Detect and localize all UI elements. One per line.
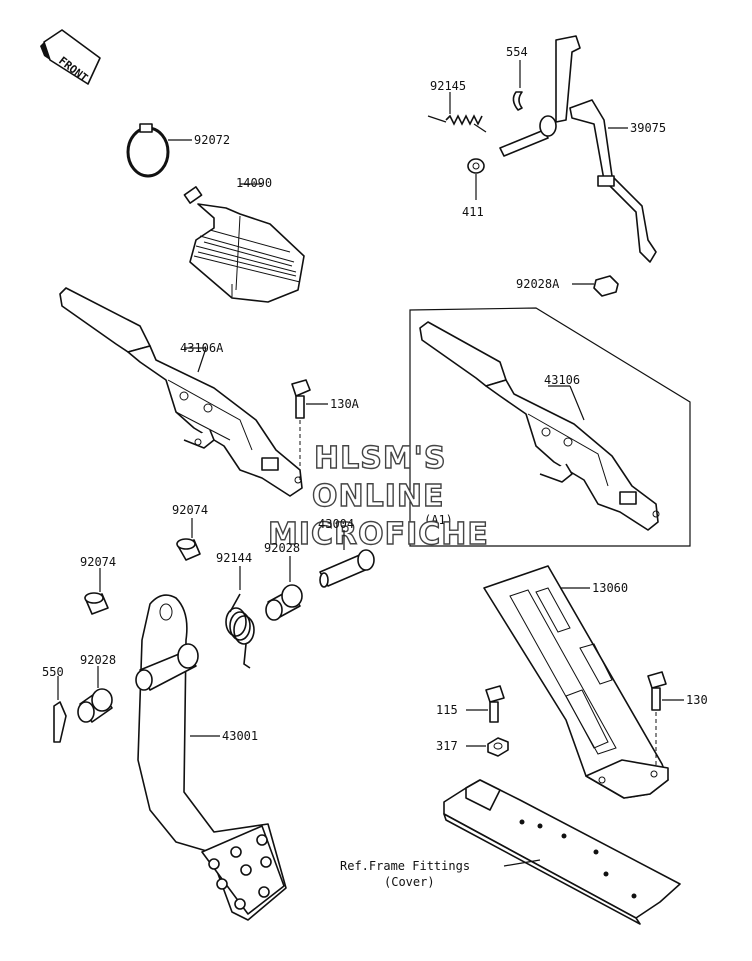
label-317: 317 <box>436 739 458 753</box>
label-550: 550 <box>42 665 64 679</box>
pin-550 <box>53 676 67 743</box>
label-92072: 92072 <box>194 133 230 147</box>
label-39075: 39075 <box>630 121 666 135</box>
boot-14090 <box>183 183 305 303</box>
bolt-130A <box>291 379 328 480</box>
label-92074-lower: 92074 <box>80 555 116 569</box>
spring-92145 <box>427 92 487 133</box>
label-92028-lower: 92028 <box>80 653 116 667</box>
label-92074-upper: 92074 <box>172 503 208 517</box>
inset-43106 <box>409 307 691 547</box>
frame-cover <box>443 779 681 925</box>
watermark-line2: ONLINE <box>312 479 445 514</box>
label-92145: 92145 <box>430 79 466 93</box>
pedal-43001 <box>135 594 287 921</box>
nut-92028A <box>572 275 619 297</box>
bushing-92028-upper <box>265 556 303 621</box>
label-411: 411 <box>462 205 484 219</box>
label-43004: 43004 <box>318 517 354 531</box>
bolt-130 <box>647 671 684 768</box>
label-43001: 43001 <box>222 729 258 743</box>
bolt-115 <box>466 685 505 723</box>
watermark: HLSM'S ONLINE MICROFICHE <box>267 440 489 552</box>
pin-554 <box>512 60 523 111</box>
watermark-line3: MICROFICHE <box>268 517 489 552</box>
label-43106A: 43106A <box>180 341 224 355</box>
inset-ref-label: (A1) <box>424 513 453 527</box>
pin-43004 <box>319 530 375 588</box>
ref-label-line1: Ref.Frame Fittings <box>340 859 470 873</box>
label-13060: 13060 <box>592 581 628 595</box>
label-130: 130 <box>686 693 708 707</box>
handle-43106A <box>59 287 303 497</box>
ref-label-line2: (Cover) <box>384 875 435 889</box>
watermark-line1: HLSM'S <box>314 441 446 476</box>
label-92028A: 92028A <box>516 277 560 291</box>
clamp-92072 <box>126 123 192 178</box>
label-130A: 130A <box>330 397 360 411</box>
plate-13060 <box>483 565 669 799</box>
label-14090: 14090 <box>236 176 272 190</box>
cap-92074-upper <box>176 518 201 561</box>
cap-92074-lower <box>84 568 109 615</box>
bushing-92028-lower <box>77 666 113 723</box>
lever-39075 <box>499 35 657 263</box>
nut-317 <box>466 737 509 757</box>
label-115: 115 <box>436 703 458 717</box>
label-92028-upper: 92028 <box>264 541 300 555</box>
label-554: 554 <box>506 45 528 59</box>
label-92144: 92144 <box>216 551 252 565</box>
front-direction-badge: FRONT <box>40 29 101 85</box>
spring-92144 <box>225 566 255 669</box>
washer-411 <box>467 158 485 200</box>
label-43106: 43106 <box>544 373 580 387</box>
